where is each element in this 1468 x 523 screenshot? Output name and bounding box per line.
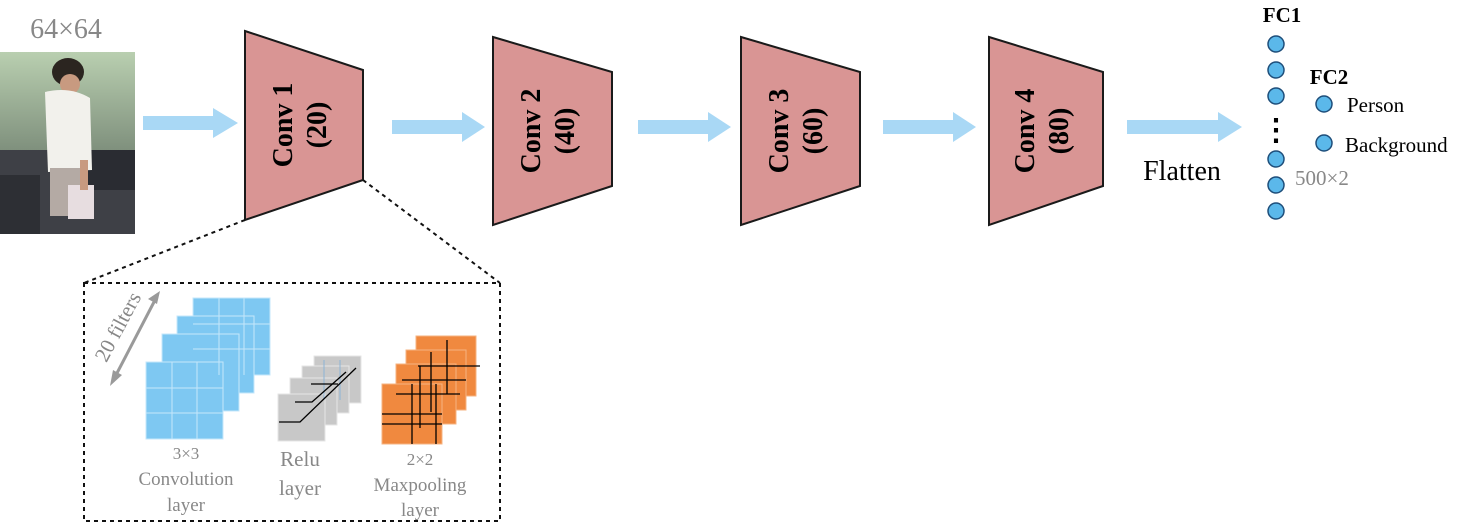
input-person-image bbox=[0, 52, 135, 234]
conv-block-3-filters: (60) bbox=[798, 108, 829, 155]
fc2-neuron-person bbox=[1315, 95, 1333, 113]
pool-caption-layer: layer bbox=[401, 500, 440, 521]
fc1-neuron bbox=[1267, 202, 1285, 220]
arrow-conv2-to-conv3 bbox=[638, 112, 731, 142]
conv-block-1-name: Conv 1 bbox=[268, 83, 299, 168]
input-size-label: 64×64 bbox=[30, 14, 102, 45]
relu-caption-layer: layer bbox=[279, 476, 321, 500]
conv-caption-size: 3×3 bbox=[173, 444, 200, 463]
detail-captions: 3×3 Convolution layer Relu layer 2×2 Max… bbox=[138, 444, 466, 521]
arrow-conv4-to-fc bbox=[1127, 112, 1242, 142]
pool-caption-name: Maxpooling bbox=[374, 475, 467, 496]
pool-caption-size: 2×2 bbox=[407, 450, 434, 469]
conv-layer-stack bbox=[145, 297, 271, 440]
arrow-input-to-conv1 bbox=[143, 108, 238, 138]
weights-label: 500×2 bbox=[1295, 166, 1349, 190]
conv-block-2-filters: (40) bbox=[550, 108, 581, 155]
conv-block-1: Conv 1 (20) bbox=[244, 29, 364, 222]
fc1-neurons bbox=[1267, 35, 1285, 220]
flatten-label: Flatten bbox=[1143, 156, 1221, 187]
fc1-neuron bbox=[1267, 150, 1285, 168]
fc2-neuron-background bbox=[1315, 134, 1333, 152]
conv-block-2: Conv 2 (40) bbox=[492, 35, 613, 227]
fc1-neuron bbox=[1267, 61, 1285, 79]
conv-block-3-name: Conv 3 bbox=[764, 89, 795, 174]
conv-block-1-filters: (20) bbox=[302, 102, 333, 149]
fc1-neuron bbox=[1267, 35, 1285, 53]
conv-caption-layer: layer bbox=[167, 495, 206, 516]
fc2-output-background: Background bbox=[1345, 133, 1448, 157]
relu-caption-name: Relu bbox=[280, 447, 320, 471]
conv-block-2-name: Conv 2 bbox=[516, 89, 547, 174]
fc2-neurons bbox=[1315, 95, 1333, 152]
filters-double-arrow bbox=[110, 291, 160, 386]
detail-connectors bbox=[83, 179, 501, 284]
conv-block-4-name: Conv 4 bbox=[1010, 89, 1041, 174]
arrow-conv3-to-conv4 bbox=[883, 112, 976, 142]
flow-arrows bbox=[143, 108, 1242, 142]
fc2-label: FC2 bbox=[1310, 65, 1349, 89]
fc2-output-person: Person bbox=[1347, 93, 1405, 117]
detail-box bbox=[83, 282, 501, 522]
maxpool-layer-stack bbox=[381, 335, 480, 445]
conv-block-3: Conv 3 (60) bbox=[740, 35, 861, 227]
fc1-neuron bbox=[1267, 176, 1285, 194]
arrow-conv1-to-conv2 bbox=[392, 112, 485, 142]
filters-label: 20 filters bbox=[90, 288, 147, 366]
conv-block-4: Conv 4 (80) bbox=[988, 35, 1104, 227]
relu-layer-stack bbox=[277, 355, 362, 442]
fc1-ellipsis: ⋮ bbox=[1261, 114, 1291, 147]
fc1-label: FC1 bbox=[1263, 3, 1302, 27]
fc1-neuron bbox=[1267, 87, 1285, 105]
conv-caption-name: Convolution bbox=[138, 469, 234, 490]
conv-block-4-filters: (80) bbox=[1044, 108, 1075, 155]
